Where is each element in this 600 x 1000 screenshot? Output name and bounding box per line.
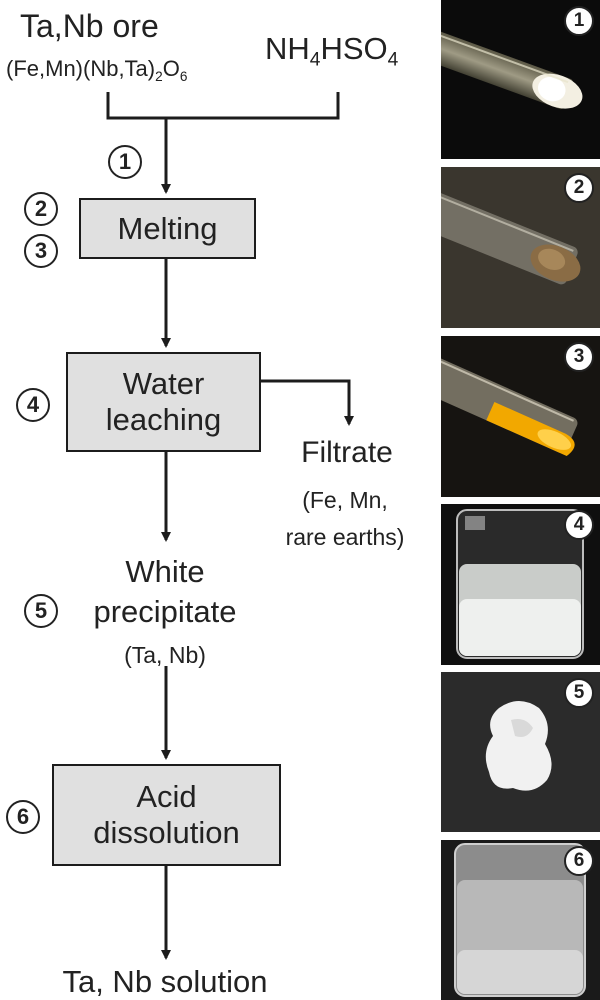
filtrate-detail-2: rare earths) xyxy=(285,524,405,550)
photo-step-3: 3 xyxy=(441,336,600,497)
test-tube-white-powder-image xyxy=(441,26,583,110)
photo-5-badge: 5 xyxy=(564,678,594,708)
water-leaching-box: Water leaching xyxy=(66,352,261,452)
acid-dissolution-label-1: Acid xyxy=(136,779,197,814)
arrow-to-filtrate xyxy=(261,379,354,426)
water-leaching-label-1: Water xyxy=(122,366,205,401)
photo-step-4: 4 xyxy=(441,504,600,665)
step-6-marker: 6 xyxy=(6,800,40,834)
step-4-marker: 4 xyxy=(16,388,50,422)
reagent-formula: NH4HSO4 xyxy=(265,31,398,70)
filtrate-title: Filtrate xyxy=(301,436,393,469)
photo-step-6: 6 xyxy=(441,840,600,1000)
reagent-sub-4b: 4 xyxy=(387,49,399,71)
ore-formula-sub-2: 2 xyxy=(155,68,163,84)
test-tube-brown-melt-image xyxy=(441,167,600,328)
ore-formula-a: (Fe,Mn)(Nb,Ta) xyxy=(6,56,156,81)
photo-step-5: 5 xyxy=(441,672,600,832)
flow-connectors xyxy=(106,92,354,960)
filtrate-detail-1: (Fe, Mn, xyxy=(302,487,388,513)
ore-title: Ta,Nb ore xyxy=(20,8,159,44)
melting-box: Melting xyxy=(79,198,256,259)
photo-step-1: 1 xyxy=(441,0,600,159)
photo-4-badge: 4 xyxy=(564,510,594,540)
step-1-marker: 1 xyxy=(108,145,142,179)
ore-formula-sub-6: 6 xyxy=(179,68,188,84)
acid-dissolution-box: Acid dissolution xyxy=(52,764,281,866)
step-5-marker: 5 xyxy=(24,594,58,628)
precipitate-title-1: White xyxy=(125,554,205,589)
photo-1-badge: 1 xyxy=(564,6,594,36)
photo-step-2: 2 xyxy=(441,167,600,328)
beaker-clear-solution-image xyxy=(441,840,600,1000)
step-3-marker: 3 xyxy=(24,234,58,268)
product-label: Ta, Nb solution xyxy=(62,964,268,999)
merge-line xyxy=(106,92,340,120)
step-2-marker: 2 xyxy=(24,192,58,226)
precipitate-title-2: precipitate xyxy=(93,594,237,629)
photo-3-badge: 3 xyxy=(564,342,594,372)
water-leaching-label-2: leaching xyxy=(105,402,222,437)
acid-dissolution-label-2: dissolution xyxy=(93,815,240,850)
precipitate-detail: (Ta, Nb) xyxy=(124,642,206,668)
reagent-hso: HSO xyxy=(320,31,388,66)
photo-2-badge: 2 xyxy=(564,173,594,203)
ore-formula: (Fe,Mn)(Nb,Ta)2O6 xyxy=(6,56,187,84)
melting-label: Melting xyxy=(117,210,218,246)
ore-formula-o: O xyxy=(162,56,180,81)
reagent-sub-4a: 4 xyxy=(309,49,321,71)
beaker-suspension-image xyxy=(441,504,600,665)
reagent-nh: NH xyxy=(265,31,310,66)
photo-6-badge: 6 xyxy=(564,846,594,876)
